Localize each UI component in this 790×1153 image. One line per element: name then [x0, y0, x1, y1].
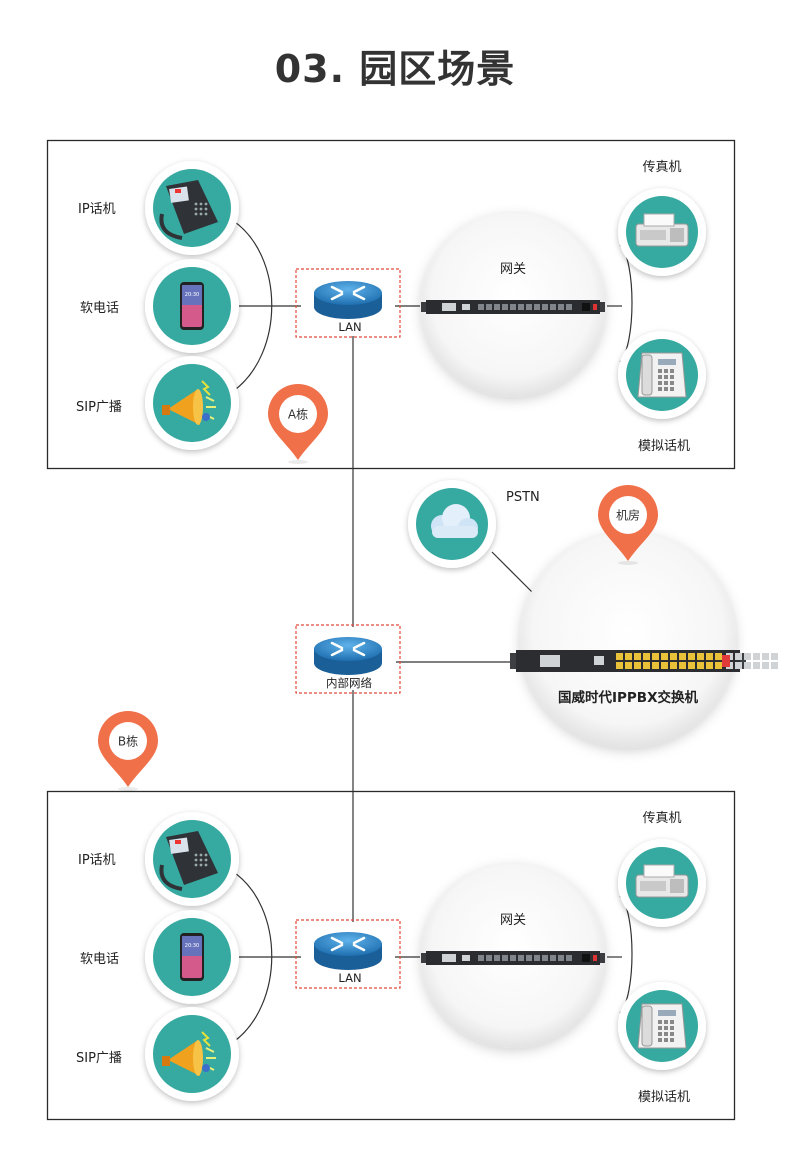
analog-phone-node-a	[618, 331, 706, 419]
label-pbx: 国威时代IPPBX交换机	[557, 690, 699, 706]
location-pin-icon	[118, 787, 138, 791]
pin-label-a: A栋	[287, 407, 309, 422]
smartphone-icon: 20:30	[180, 933, 204, 981]
link-phones-bracket-b	[231, 870, 273, 1044]
label-softphone-b: 软电话	[80, 952, 120, 967]
smartphone-icon: 20:30	[180, 282, 204, 330]
label-router-a: LAN	[338, 320, 362, 334]
megaphone-icon	[162, 380, 216, 425]
link-pstn-pbx	[491, 551, 533, 593]
sip-broadcast-node-b	[145, 1007, 239, 1101]
label-ip-phone-a: IP话机	[78, 202, 116, 217]
router-icon	[314, 281, 382, 319]
location-pin-a	[268, 384, 328, 464]
pin-label-b: B栋	[117, 734, 139, 749]
svg-text:20:30: 20:30	[185, 943, 199, 949]
ip-phone-icon	[159, 831, 218, 891]
label-fax-b: 传真机	[642, 811, 682, 826]
pbx-switch-icon	[510, 650, 778, 672]
softphone-node-a: 20:30	[145, 259, 239, 353]
router-node-b	[295, 919, 401, 989]
pstn-cloud-node	[408, 480, 496, 568]
fax-node-b	[618, 839, 706, 927]
softphone-node-b: 20:30	[145, 910, 239, 1004]
link-fax-analog-bracket-b	[619, 895, 633, 1014]
label-sip-broadcast-b: SIP广播	[76, 1051, 122, 1066]
svg-text:20:30: 20:30	[185, 292, 199, 298]
label-softphone-a: 软电话	[80, 301, 120, 316]
location-pin-icon	[288, 460, 308, 464]
building-b-frame	[46, 790, 736, 1121]
label-internal-network: 内部网络	[326, 676, 372, 690]
location-pin-core	[598, 485, 658, 565]
ip-phone-node-a	[145, 161, 239, 255]
router-node-a	[295, 268, 401, 338]
location-pin-b	[98, 711, 158, 791]
label-fax-a: 传真机	[642, 160, 682, 175]
analog-phone-icon	[637, 1003, 687, 1049]
page-title: 03. 园区场景	[274, 47, 516, 91]
cloud-icon	[431, 504, 478, 538]
router-node-core	[295, 624, 401, 694]
label-gateway-a: 网关	[499, 262, 527, 277]
router-icon	[314, 637, 382, 675]
label-router-b: LAN	[338, 971, 362, 985]
link-fax-analog-bracket-a	[619, 244, 633, 363]
analog-phone-icon	[637, 352, 687, 398]
location-pin-icon	[618, 561, 638, 565]
label-pstn: PSTN	[506, 490, 540, 505]
gateway-device-a	[421, 300, 605, 314]
label-ip-phone-b: IP话机	[78, 853, 116, 868]
sip-broadcast-node-a	[145, 356, 239, 450]
pbx-circle	[520, 532, 736, 748]
link-phones-bracket-a	[231, 219, 273, 393]
label-sip-broadcast-a: SIP广播	[76, 400, 122, 415]
ip-phone-icon	[159, 180, 218, 240]
router-icon	[314, 932, 382, 970]
building-a-frame	[46, 139, 736, 470]
fax-node-a	[618, 188, 706, 276]
fax-icon	[635, 213, 689, 247]
megaphone-icon	[162, 1031, 216, 1076]
ip-phone-node-b	[145, 812, 239, 906]
label-gateway-b: 网关	[499, 913, 527, 928]
pin-label-core: 机房	[615, 508, 641, 523]
gateway-device-b	[421, 951, 605, 965]
label-analog-phone-a: 模拟话机	[637, 439, 691, 454]
label-analog-phone-b: 模拟话机	[637, 1090, 691, 1105]
analog-phone-node-b	[618, 982, 706, 1070]
fax-icon	[635, 864, 689, 898]
